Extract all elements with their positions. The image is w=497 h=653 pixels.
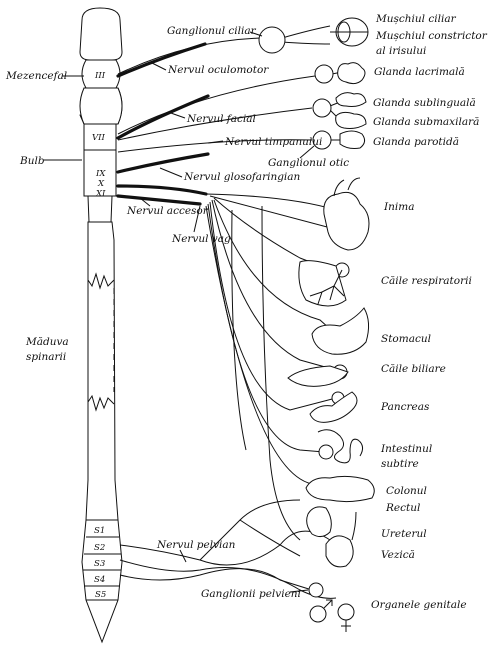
biliare-label: Căile biliare (381, 363, 446, 375)
vag-label: Nervul vag (171, 233, 231, 245)
nerve-xi-label: XI (95, 189, 106, 199)
bladder-icon (325, 535, 354, 568)
organs (287, 17, 375, 632)
facial-label: Nervul facial (186, 113, 256, 125)
heart-icon (323, 191, 370, 251)
facial-root-upper (116, 94, 210, 140)
parotida-label: Glanda parotidă (373, 136, 459, 148)
ganglion-ciliar (258, 26, 286, 54)
stomach-icon (311, 307, 370, 355)
intestine-icon (317, 429, 364, 464)
maduva-label-2: spinarii (26, 351, 66, 363)
nerve-vii-label: VII (92, 133, 105, 143)
nerve-labels: Ganglionul ciliar Nervul oculomotor Nerv… (126, 25, 349, 600)
lacrimal-gland-icon (337, 62, 366, 85)
intestin-label-2: subtire (381, 458, 419, 470)
pancreas-icon (309, 391, 358, 423)
stomacul-label: Stomacul (381, 333, 431, 345)
mezencefal-label: Mezencefal (5, 70, 67, 82)
colon-label: Colonul (386, 485, 427, 497)
maduva-label-1: Măduva (25, 336, 69, 348)
s1-label: S1 (94, 526, 105, 536)
submaxilara-label: Glanda submaxilară (373, 116, 479, 128)
vagus-root (116, 184, 208, 196)
pelvian-label: Nervul pelvian (156, 539, 236, 551)
nerve-fibers (116, 25, 347, 599)
s3-label: S3 (94, 559, 105, 569)
ganglion-otic (312, 130, 332, 150)
ureter-label: Ureterul (381, 528, 427, 540)
genital-symbols-icon (309, 599, 355, 632)
region-labels: Mezencefal Bulb Măduva spinarii (5, 70, 84, 363)
nerve-x-label: X (97, 179, 105, 189)
accesor-label: Nervul accesor (126, 205, 209, 217)
sublinguala-label: Glanda sublinguală (373, 97, 476, 109)
ganglion-lacrimal (314, 64, 334, 84)
rect-label: Rectul (385, 502, 420, 514)
sublingual-gland-icon (335, 92, 367, 107)
pancreas-label: Pancreas (380, 401, 430, 413)
inima-label: Inima (383, 201, 415, 213)
bulb-label: Bulb (19, 155, 45, 167)
constrictor-label-1: Mușchiul constrictor (375, 30, 488, 42)
muschi-ciliar-label: Mușchiul ciliar (375, 13, 457, 25)
ganglion-ciliar-label: Ganglionul ciliar (167, 25, 257, 37)
colon-icon (305, 475, 375, 503)
s4-label: S4 (94, 575, 105, 585)
organ-labels: Mușchiul ciliar Mușchiul constrictor al … (371, 13, 488, 611)
s5-label: S5 (95, 590, 106, 600)
lacrimala-label: Glanda lacrimală (374, 66, 465, 78)
airways-icon (298, 260, 347, 307)
timpanic-label: Nervul timpanului (224, 136, 322, 148)
ganglion-otic-label: Ganglionul otic (268, 157, 349, 169)
glosofaringian-root (116, 152, 210, 174)
ganglion-submax (312, 98, 332, 118)
parotid-gland-icon (339, 130, 366, 149)
bulb-segment (83, 123, 117, 197)
nerve-ix-label: IX (95, 169, 106, 179)
spinal-axis (79, 7, 123, 644)
rectum-icon (306, 506, 332, 538)
oculomotor-label: Nervul oculomotor (167, 64, 269, 76)
cord-neck (87, 195, 113, 223)
respiratorii-label: Căile respiratorii (381, 275, 472, 287)
genitale-label: Organele genitale (371, 599, 467, 611)
ganglion-intestine (318, 444, 334, 460)
liver-icon (287, 365, 349, 387)
eye-icon (330, 17, 369, 47)
intestin-label-1: Intestinul (380, 443, 432, 455)
brain-oval (79, 7, 123, 61)
ganglioni-pelvieni-label: Ganglionii pelvieni (201, 588, 301, 600)
vezica-label: Vezică (381, 549, 415, 561)
submaxillary-gland-icon (335, 111, 367, 129)
nerve-iii-label: III (94, 71, 106, 81)
ganglion-pelvic (308, 582, 324, 598)
s2-label: S2 (94, 543, 105, 553)
constrictor-label-2: al irisului (376, 45, 426, 57)
sacral-labels: S1 S2 S3 S4 S5 (94, 526, 106, 600)
cranial-numerals: III VII IX X XI (92, 71, 106, 199)
glosofaringian-label: Nervul glosofaringian (183, 171, 301, 183)
